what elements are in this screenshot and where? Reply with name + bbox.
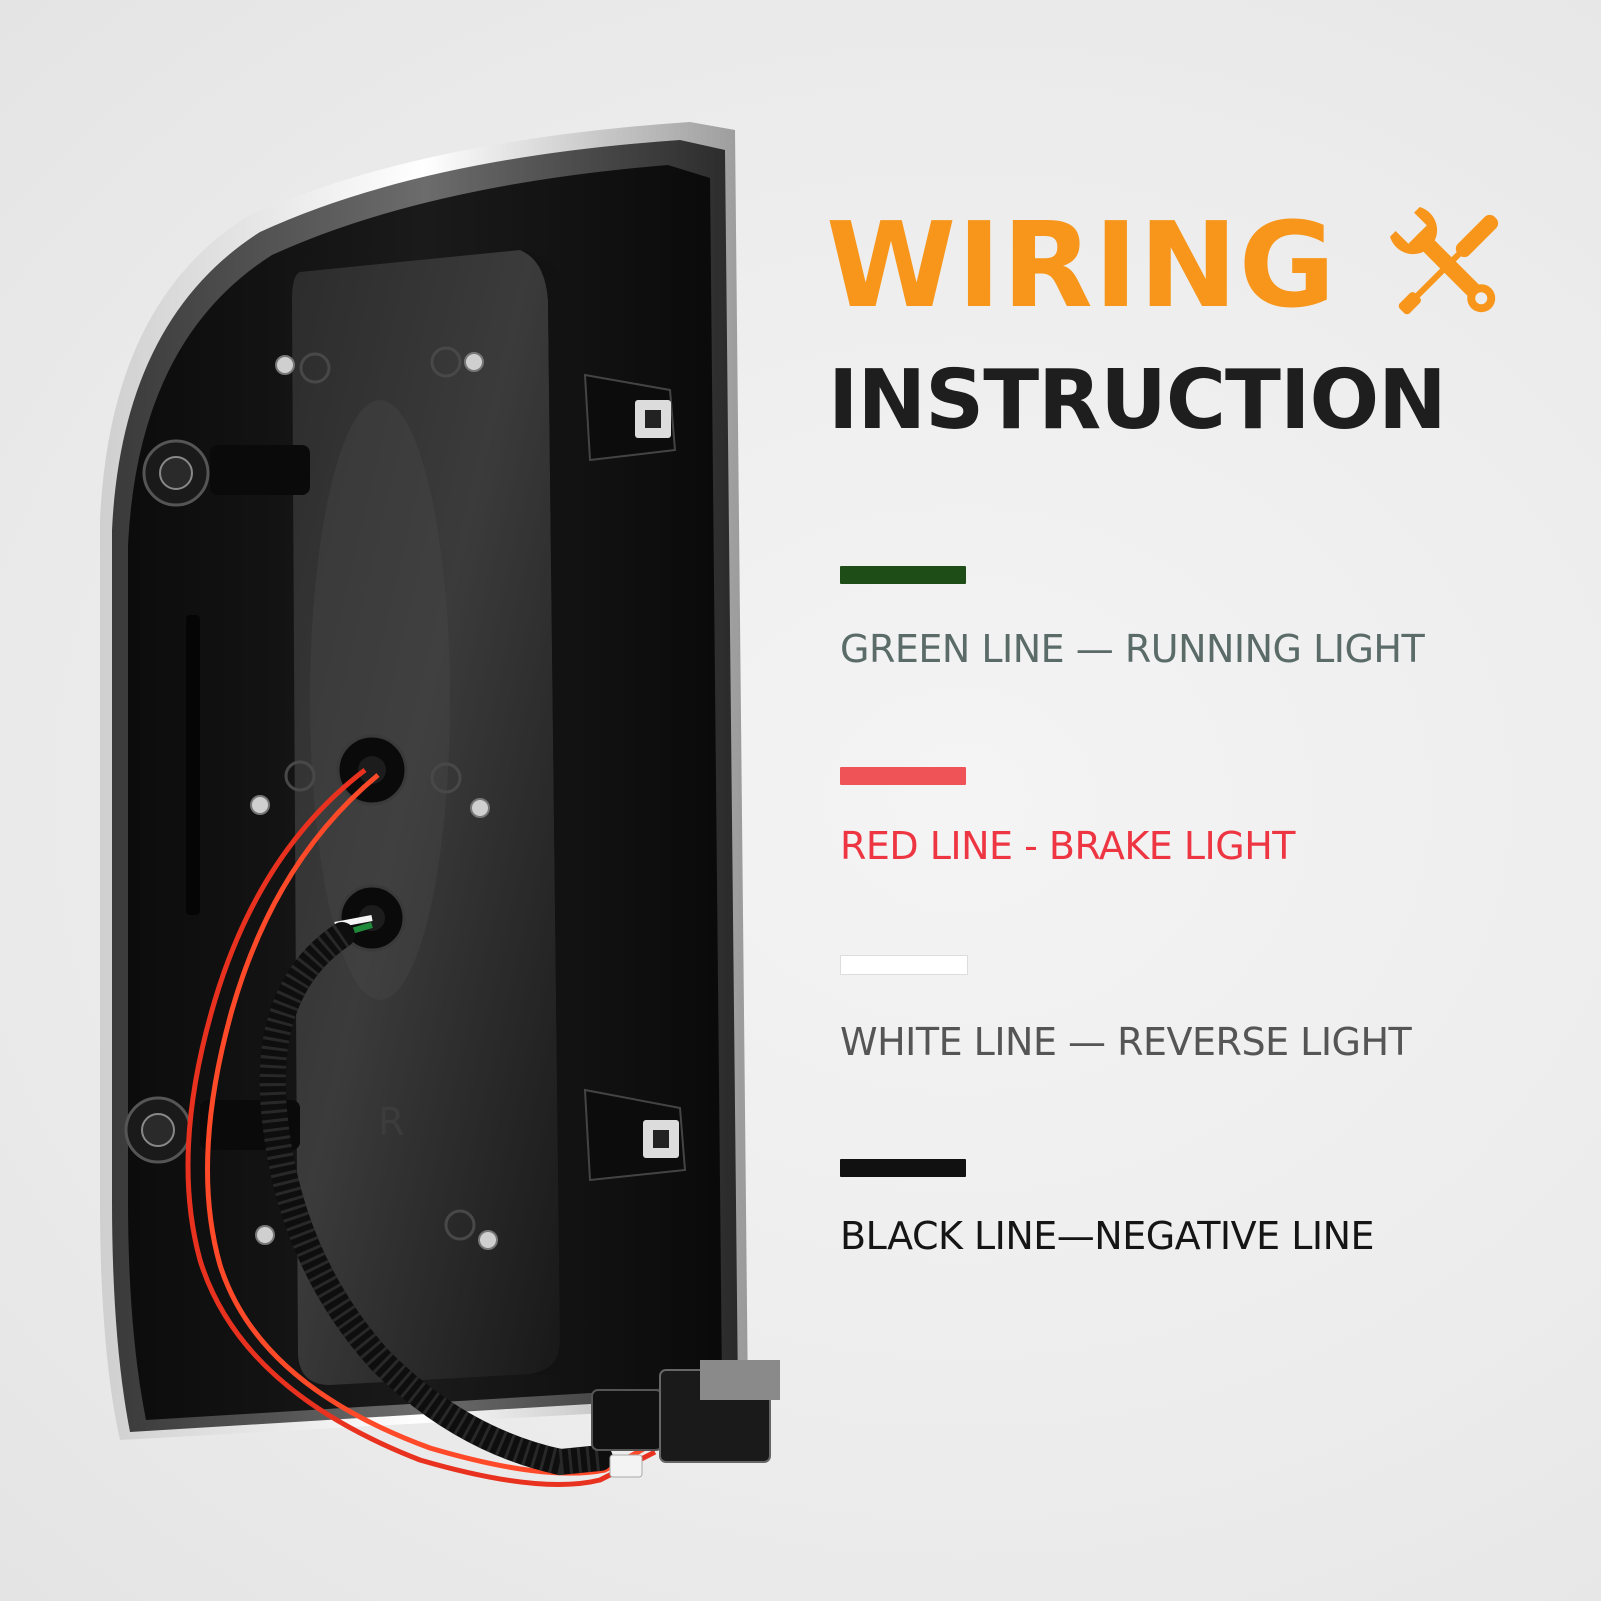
legend-label-white: WHITE LINE — REVERSE LIGHT (840, 1020, 1412, 1064)
legend-label-red: RED LINE - BRAKE LIGHT (840, 824, 1295, 868)
housing-letter: R (378, 1100, 404, 1144)
page-title: WIRING (826, 196, 1337, 334)
legend-label-black: BLACK LINE—NEGATIVE LINE (840, 1214, 1375, 1258)
white-line-swatch (840, 955, 968, 975)
black-line-swatch (840, 1159, 966, 1177)
legend-label-green: GREEN LINE — RUNNING LIGHT (840, 627, 1425, 671)
page-subtitle: INSTRUCTION (828, 353, 1447, 448)
green-line-swatch (840, 566, 966, 584)
red-line-swatch (840, 767, 966, 785)
tools-icon (1390, 207, 1499, 315)
